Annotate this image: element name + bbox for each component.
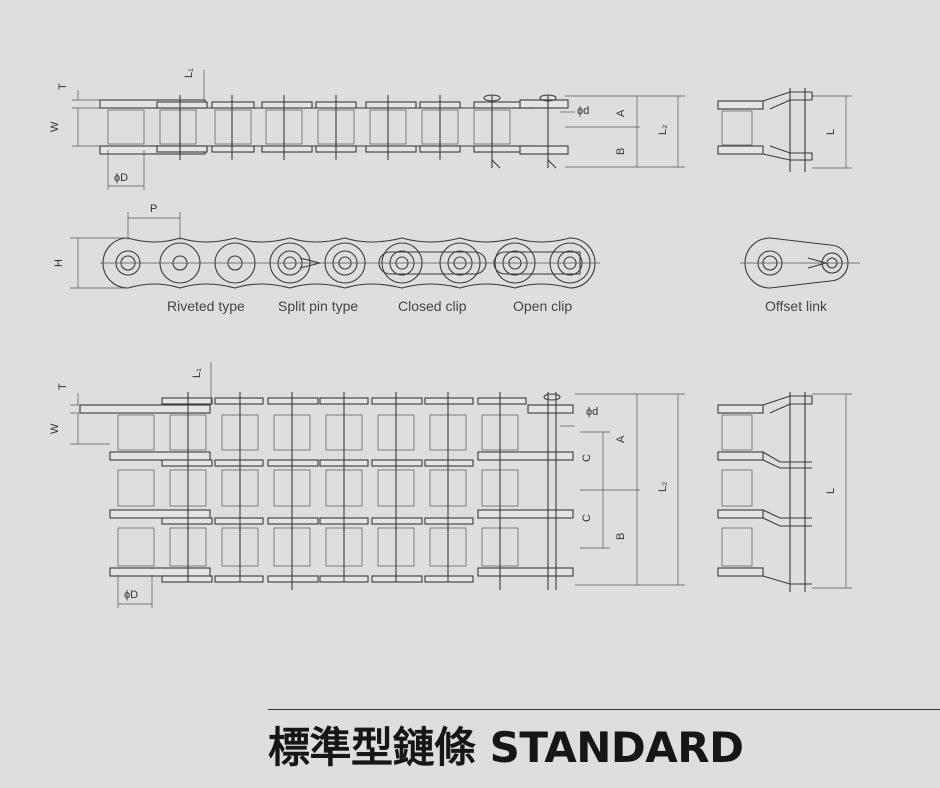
label-C-2: C [581,514,593,522]
offset-link-side-view: Offset link [740,237,860,314]
title-divider [268,709,940,710]
label-phi-d-triple: ϕd [586,406,598,418]
caption-closed-clip: Closed clip [398,298,467,314]
label-B: B [615,148,627,155]
label-P: P [150,203,157,215]
label-B-triple: B [615,533,627,540]
label-A-triple: A [615,435,627,443]
offset-link-top-view: L [717,88,852,172]
label-W: W [49,121,61,132]
label-L-offset-triple: L [825,488,837,494]
page-title: 標準型鏈條 STANDARD [268,723,744,772]
caption-offset: Offset link [765,298,828,314]
chain-side-view: P H Riveted type Split pin type Closed c… [53,203,600,314]
label-phi-D: ϕD [114,172,128,184]
caption-split-pin: Split pin type [278,298,358,314]
chain-drawing: T W L₁ ϕD ϕd A B L₂ L [49,68,860,608]
triple-offset-link-view: L [717,392,852,592]
single-strand-top-view: T W L₁ ϕD ϕd A B L₂ [49,68,685,190]
caption-riveted: Riveted type [167,298,245,314]
label-L2: L₂ [657,125,669,135]
label-C-1: C [581,454,593,462]
label-L-offset-top: L [825,129,837,135]
label-L1-triple: L₁ [191,368,203,378]
label-L2-triple: L₂ [657,482,669,492]
label-phi-d: ϕd [577,105,589,117]
caption-open-clip: Open clip [513,298,572,314]
label-phi-D-triple: ϕD [124,589,138,601]
triple-strand-top-view: T W L₁ ϕD ϕd C C A B L₂ [49,362,685,608]
label-T-triple: T [57,383,69,390]
label-W-triple: W [49,423,61,434]
label-A: A [615,109,627,117]
label-L1: L₁ [183,68,195,78]
label-T: T [57,83,69,90]
label-H: H [53,259,65,267]
